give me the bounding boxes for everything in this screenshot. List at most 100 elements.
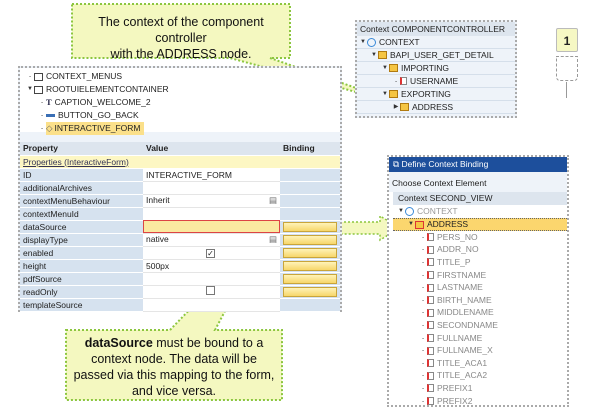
property-name: pdfSource: [20, 272, 143, 286]
binding-cell: [280, 285, 340, 299]
expand-icon[interactable]: ▼: [27, 86, 33, 92]
splitter[interactable]: [20, 132, 340, 142]
expand-icon[interactable]: ▼: [371, 51, 377, 58]
attribute-icon: [427, 296, 434, 305]
value-cell[interactable]: [143, 181, 280, 195]
dialog-titlebar: ⧉ Define Context Binding: [389, 157, 567, 172]
callout-bottom-line: context node. The data will be: [91, 352, 257, 366]
properties-group[interactable]: Properties (InteractiveForm): [20, 155, 340, 169]
context-node[interactable]: ·PERS_NO: [421, 231, 478, 242]
checkbox[interactable]: [206, 286, 215, 295]
attribute-label: PREFIX2: [437, 395, 473, 406]
dialog-icon: ⧉: [393, 159, 402, 169]
node-label: ADDRESS: [427, 219, 469, 229]
folder-icon: [389, 64, 398, 72]
context-node[interactable]: ·LASTNAME: [421, 282, 483, 293]
property-row[interactable]: templateSource: [20, 298, 340, 312]
value-cell[interactable]: [143, 285, 280, 299]
binding-button[interactable]: [283, 234, 337, 245]
binding-button[interactable]: [283, 260, 337, 271]
context-node[interactable]: ·MIDDLENAME: [421, 307, 494, 318]
property-name: readOnly: [20, 285, 143, 299]
property-name: templateSource: [20, 298, 143, 312]
node-label: BAPI_USER_GET_DETAIL: [390, 49, 494, 60]
attribute-icon: [427, 346, 434, 355]
value-cell[interactable]: ✓: [143, 246, 280, 260]
attribute-icon: [427, 245, 434, 254]
value-cell[interactable]: Inherit▤: [143, 194, 280, 208]
expand-icon[interactable]: ▼: [382, 64, 388, 71]
property-name: ID: [20, 168, 143, 182]
property-row[interactable]: enabled✓: [20, 246, 340, 260]
context-node[interactable]: ▼CONTEXT: [357, 36, 515, 49]
callout-bottom: dataSource must be bound to a context no…: [66, 335, 282, 399]
context-node[interactable]: ·FULLNAME: [421, 332, 483, 343]
attribute-label: FULLNAME: [437, 332, 483, 343]
context-node[interactable]: ▼CONTEXT: [398, 206, 458, 216]
context-node[interactable]: ▶ADDRESS: [357, 101, 515, 114]
attribute-label: FIRSTNAME: [437, 269, 487, 280]
property-row[interactable]: pdfSource: [20, 272, 340, 286]
property-name: dataSource: [20, 220, 143, 234]
property-row[interactable]: additionalArchives: [20, 181, 340, 195]
attribute-icon: [427, 258, 434, 267]
col-binding: Binding: [280, 142, 340, 156]
property-value: native: [146, 234, 169, 244]
context-node[interactable]: ·PREFIX2: [421, 395, 473, 406]
property-name: displayType: [20, 233, 143, 247]
binding-button[interactable]: [283, 286, 337, 297]
expand-icon[interactable]: ▶: [393, 103, 399, 110]
dropdown-icon[interactable]: ▤: [268, 195, 277, 205]
context-node[interactable]: ·TITLE_ACA1: [421, 357, 488, 368]
context-node[interactable]: ·USERNAME: [357, 75, 515, 88]
step-arrow-icon: [566, 82, 567, 98]
context-node[interactable]: ·FIRSTNAME: [421, 269, 487, 280]
binding-button[interactable]: [283, 221, 337, 232]
tree-item-selected[interactable]: ·◇INTERACTIVE_FORM: [26, 122, 334, 135]
tree-item[interactable]: ·CONTEXT_MENUS: [28, 71, 123, 81]
binding-button[interactable]: [283, 273, 337, 284]
value-cell[interactable]: 500px: [143, 259, 280, 273]
tree-label: CAPTION_WELCOME_2: [54, 97, 151, 107]
context-node[interactable]: ·ADDR_NO: [421, 244, 479, 255]
attribute-icon: [427, 283, 434, 292]
value-cell[interactable]: INTERACTIVE_FORM: [143, 168, 280, 182]
folder-icon: [415, 220, 424, 229]
attr-icon: [400, 77, 407, 85]
property-row[interactable]: dataSource: [20, 220, 340, 234]
context-node[interactable]: ▼ BAPI_USER_GET_DETAIL: [357, 49, 515, 62]
context-node[interactable]: ▼IMPORTING: [357, 62, 515, 75]
expand-icon[interactable]: ▼: [382, 90, 388, 97]
tree-item[interactable]: ▼ROOTUIELEMENTCONTAINER: [26, 83, 334, 96]
value-cell[interactable]: [143, 298, 280, 312]
context-node[interactable]: ▼EXPORTING: [357, 88, 515, 101]
binding-cell: [280, 259, 340, 273]
property-value: 500px: [146, 260, 170, 271]
expand-icon[interactable]: ▼: [360, 38, 366, 45]
context-node[interactable]: ·FULLNAME_X: [421, 345, 493, 356]
context-node[interactable]: ·PREFIX1: [421, 382, 473, 393]
value-cell[interactable]: [143, 207, 280, 221]
property-row[interactable]: contextMenuId: [20, 207, 340, 221]
value-cell[interactable]: [143, 272, 280, 286]
property-row[interactable]: readOnly: [20, 285, 340, 299]
context-node[interactable]: ▼ADDRESS: [393, 218, 567, 231]
checkbox-checked[interactable]: ✓: [206, 248, 215, 258]
context-node[interactable]: ·TITLE_P: [421, 256, 471, 267]
tree-item[interactable]: ·BUTTON_GO_BACK: [40, 110, 139, 120]
value-cell[interactable]: native ▤: [143, 233, 280, 247]
attribute-label: TITLE_ACA1: [437, 357, 488, 368]
context-node[interactable]: ·SECONDNAME: [421, 319, 498, 330]
value-cell[interactable]: [143, 220, 280, 234]
dropdown-icon[interactable]: ▤: [268, 234, 277, 244]
context-node[interactable]: ·TITLE_ACA2: [421, 370, 488, 381]
context-node[interactable]: ·BIRTH_NAME: [421, 294, 492, 305]
binding-button[interactable]: [283, 247, 337, 258]
col-property: Property: [20, 142, 143, 156]
